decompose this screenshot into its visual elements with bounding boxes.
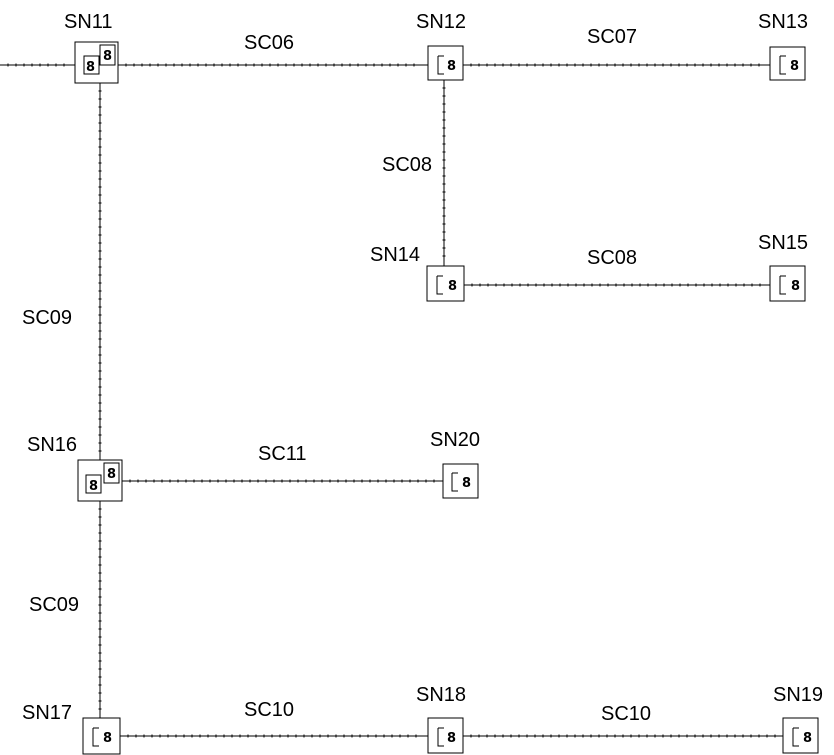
device-8-icon: 8 xyxy=(447,59,456,74)
cable-label-sn14-sn15: SC08 xyxy=(587,247,637,269)
device-8-icon: 8 xyxy=(790,59,799,74)
device-8-icon: 8 xyxy=(103,49,112,64)
cable-label-sn17-sn18: SC10 xyxy=(244,699,294,721)
node-label-sn18: SN18 xyxy=(416,684,466,706)
node-label-sn19: SN19 xyxy=(773,684,823,706)
cable-tick-marks xyxy=(7,63,776,738)
cable-label-sn12-sn13: SC07 xyxy=(587,26,637,48)
node-label-sn12: SN12 xyxy=(416,11,466,33)
node-sn11[interactable]: 8 8 xyxy=(74,41,119,84)
node-label-sn14: SN14 xyxy=(370,244,420,266)
cable-label-sn16-sn20: SC11 xyxy=(258,443,307,465)
cable-label-sn18-sn19: SC10 xyxy=(601,703,651,725)
node-label-sn20: SN20 xyxy=(430,429,480,451)
device-8-icon: 8 xyxy=(89,479,98,494)
device-8-icon: 8 xyxy=(86,60,95,75)
node-label-sn16: SN16 xyxy=(27,434,77,456)
node-sn20[interactable]: 8 xyxy=(442,463,479,499)
device-8-icon: 8 xyxy=(803,731,812,746)
node-label-sn13: SN13 xyxy=(758,11,808,33)
device-8-icon: 8 xyxy=(448,279,457,294)
device-8-icon: 8 xyxy=(462,476,471,491)
device-8-icon: 8 xyxy=(107,467,116,482)
node-label-sn11: SN11 xyxy=(64,11,113,33)
node-sn19[interactable]: 8 xyxy=(782,717,819,754)
node-sn15[interactable]: 8 xyxy=(769,265,806,302)
node-label-sn15: SN15 xyxy=(758,232,808,254)
node-sn14[interactable]: 8 xyxy=(426,265,465,302)
device-8-icon: 8 xyxy=(103,731,112,746)
node-sn18[interactable]: 8 xyxy=(427,717,464,754)
cable-label-sn16-sn17: SC09 xyxy=(29,594,79,616)
node-label-sn17: SN17 xyxy=(22,702,72,724)
node-sn17[interactable]: 8 xyxy=(82,717,121,755)
cable-label-sn11-sn12: SC06 xyxy=(244,32,294,54)
device-8-icon: 8 xyxy=(447,731,456,746)
cable-layer xyxy=(0,64,783,737)
cable-label-sn11-sn16: SC09 xyxy=(22,307,72,329)
device-8-icon: 8 xyxy=(791,279,800,294)
cable-label-sn12-sn14: SC08 xyxy=(382,154,432,176)
node-sn12[interactable]: 8 xyxy=(427,45,464,81)
node-sn16[interactable]: 8 8 xyxy=(77,459,123,502)
node-sn13[interactable]: 8 xyxy=(769,46,806,81)
